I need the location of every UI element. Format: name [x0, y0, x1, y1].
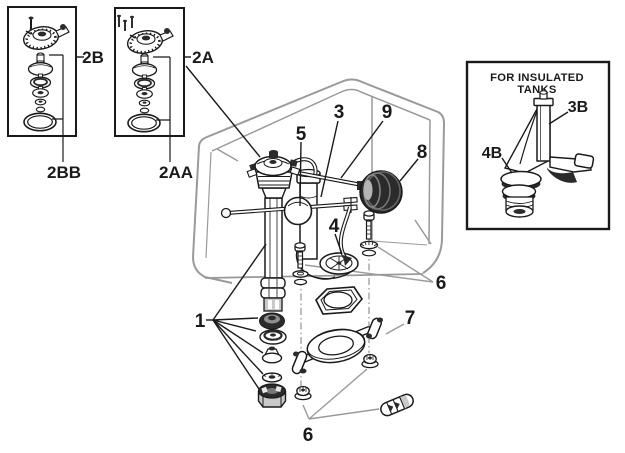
ribbed-sleeve	[380, 393, 414, 417]
wing-nut-left	[294, 385, 312, 401]
shank-washer-stack	[257, 312, 287, 408]
tank-outline	[192, 78, 445, 284]
inset-2a-label: 2A	[192, 48, 214, 67]
lever-ball	[283, 196, 313, 226]
bracket-2aa	[153, 56, 171, 162]
callout-6-upper-label: 6	[436, 273, 447, 294]
inset-2b-label: 2B	[82, 48, 104, 67]
callout-6-lower-label: 6	[303, 425, 314, 446]
mounting-flange	[291, 317, 383, 375]
insulated-flush-valve	[500, 90, 595, 218]
inset-2bb-label: 2BB	[47, 163, 81, 182]
insulated-4b-label: 4B	[482, 145, 502, 162]
pins	[117, 14, 134, 31]
callout-4-label: 4	[329, 216, 340, 237]
valve-shank	[263, 297, 283, 312]
callout-7-label: 7	[405, 308, 416, 329]
callout-1-label: 1	[195, 311, 206, 332]
insulated-3b-label: 3B	[568, 99, 588, 116]
bracket-2bb	[49, 54, 64, 162]
tank-bolt-left	[292, 242, 309, 286]
bolt-centerlines	[300, 220, 370, 386]
inset-2aa-label: 2AA	[159, 163, 193, 182]
fill-valve	[246, 150, 301, 312]
tank-bolt-right	[359, 210, 379, 257]
insulated-title-line2: TANKS	[517, 84, 556, 96]
float-lever	[220, 196, 358, 226]
tank-hatch-tick-right	[414, 219, 432, 245]
insulated-overflow-tube	[536, 103, 551, 162]
callout-9-label: 9	[382, 102, 393, 123]
tank-hatch-tick-left	[216, 148, 239, 162]
inset-box-2b: 2B 2BB	[7, 6, 104, 182]
inset-box-2a: 2A 2AA	[114, 7, 214, 182]
callout-3-label: 3	[334, 102, 345, 123]
callout-5-label: 5	[296, 124, 307, 145]
float-ball	[357, 170, 403, 214]
wing-nut-right	[361, 353, 379, 369]
locknut-hex	[315, 286, 363, 315]
insulated-title-line1: FOR INSULATED	[490, 72, 584, 84]
leader-lines-black	[185, 65, 419, 390]
insulated-tanks-box: FOR INSULATED TANKS 3B 4B	[465, 60, 611, 231]
callout-8-label: 8	[417, 142, 428, 163]
